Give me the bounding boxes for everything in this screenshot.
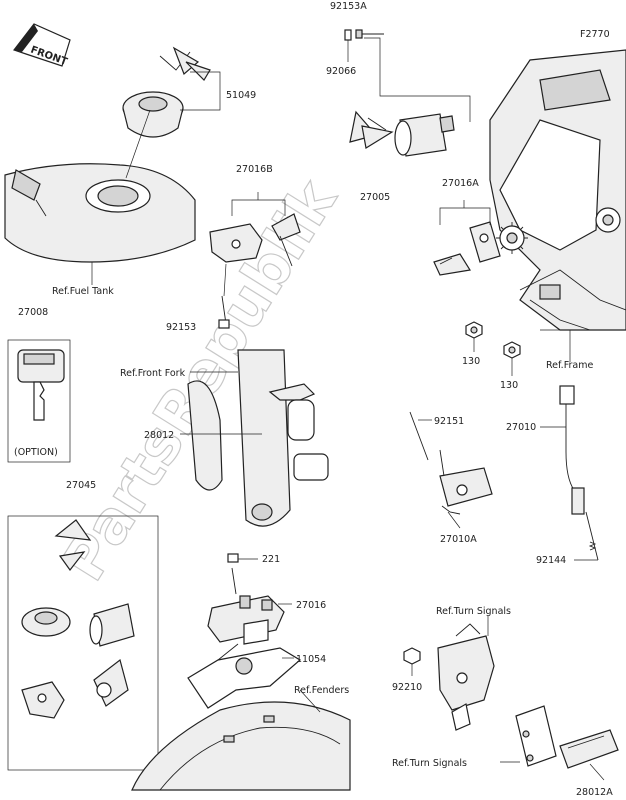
label-27008: 27008 bbox=[18, 307, 48, 318]
rear-fender bbox=[131, 701, 351, 791]
front-fork bbox=[187, 349, 329, 527]
diagram-id: F2770 bbox=[580, 29, 610, 40]
label-27010: 27010 bbox=[506, 422, 536, 433]
label-ref-frame: Ref.Frame bbox=[546, 360, 593, 371]
nut-130-upper bbox=[465, 321, 483, 339]
turn-signal-bracket bbox=[437, 623, 495, 731]
label-27005: 27005 bbox=[360, 192, 390, 203]
plate-bracket bbox=[515, 705, 557, 767]
label-92210: 92210 bbox=[392, 682, 422, 693]
label-130-a: 130 bbox=[462, 356, 480, 367]
reflector-28012a bbox=[559, 729, 619, 769]
label-92066: 92066 bbox=[326, 66, 356, 77]
label-option: (OPTION) bbox=[14, 447, 58, 458]
label-ref-turn-signals-2: Ref.Turn Signals bbox=[392, 758, 467, 769]
nut-92210 bbox=[403, 647, 421, 665]
bracket-27016 bbox=[207, 553, 285, 645]
switch-27010a bbox=[409, 411, 493, 515]
label-28012a: 28012A bbox=[576, 787, 613, 798]
label-ref-turn-signals-1: Ref.Turn Signals bbox=[436, 606, 511, 617]
gear-icon bbox=[496, 222, 528, 254]
ignition-switch bbox=[349, 110, 455, 157]
label-11054: 11054 bbox=[296, 654, 326, 665]
fuel-tank bbox=[4, 163, 196, 263]
label-221: 221 bbox=[262, 554, 280, 565]
screw-92153 bbox=[218, 295, 230, 329]
label-130-b: 130 bbox=[500, 380, 518, 391]
label-51049: 51049 bbox=[226, 90, 256, 101]
wire-27010 bbox=[559, 385, 599, 561]
frame-illustration bbox=[489, 49, 626, 331]
plate-11054 bbox=[187, 643, 302, 709]
label-27045: 27045 bbox=[66, 480, 96, 491]
label-27016a: 27016A bbox=[442, 178, 479, 189]
label-27016b: 27016B bbox=[236, 164, 273, 175]
front-arrow-icon: FRONT bbox=[13, 23, 71, 68]
bolt-icon bbox=[344, 29, 384, 41]
label-ref-fenders: Ref.Fenders bbox=[294, 685, 349, 696]
label-92144: 92144 bbox=[536, 555, 566, 566]
label-92153a: 92153A bbox=[330, 1, 367, 12]
label-ref-front-fork: Ref.Front Fork bbox=[120, 368, 186, 379]
key-icon bbox=[7, 339, 71, 463]
label-92151: 92151 bbox=[434, 416, 464, 427]
bracket-27016a bbox=[433, 221, 501, 276]
label-ref-fuel-tank: Ref.Fuel Tank bbox=[52, 286, 114, 297]
nut-130-lower bbox=[503, 341, 521, 359]
kit-27045 bbox=[7, 515, 159, 771]
label-27010a: 27010A bbox=[440, 534, 477, 545]
label-28012: 28012 bbox=[144, 430, 174, 441]
bracket-27016b bbox=[209, 213, 301, 267]
fuel-cap bbox=[122, 46, 211, 138]
label-92153: 92153 bbox=[166, 322, 196, 333]
label-27016: 27016 bbox=[296, 600, 326, 611]
